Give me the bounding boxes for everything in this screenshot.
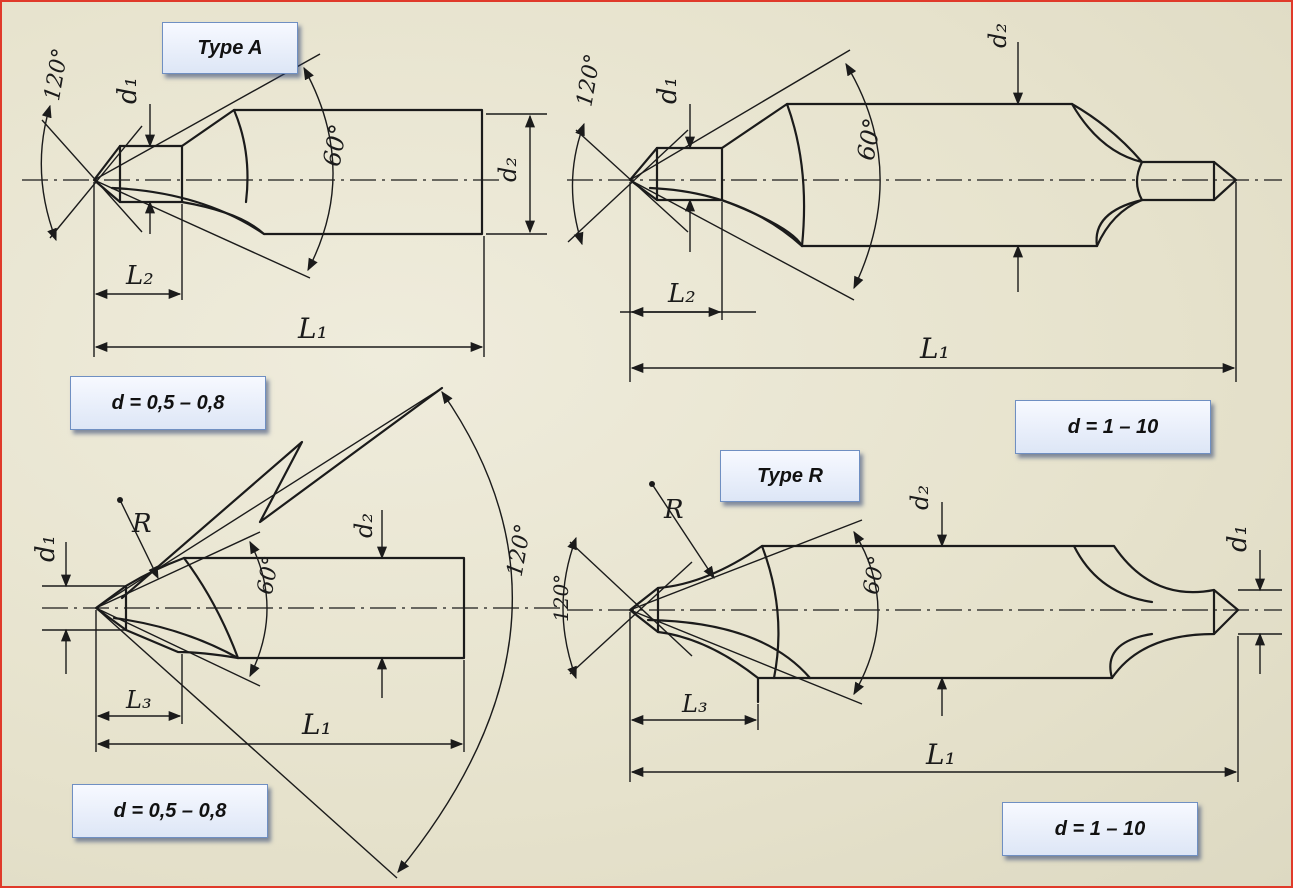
angle-label: 60° bbox=[852, 116, 887, 163]
l1-label: L₁ bbox=[925, 738, 956, 771]
drill-outline bbox=[628, 544, 1240, 704]
d2-label: d₂ bbox=[984, 23, 1012, 48]
type-r-small-drill bbox=[42, 386, 562, 879]
angle-label: 120° bbox=[549, 574, 573, 622]
angle-label: 60° bbox=[859, 554, 890, 597]
range-label-large-bottom: d = 1 – 10 bbox=[1002, 802, 1198, 856]
range-label-small-top: d = 0,5 – 0,8 bbox=[70, 376, 266, 430]
d2-label: d₂ bbox=[494, 157, 522, 182]
d1-label: d₁ bbox=[113, 77, 143, 104]
d1-label: d₁ bbox=[653, 77, 683, 104]
r-label: R bbox=[663, 495, 684, 525]
angle-label: 120° bbox=[572, 52, 606, 109]
drill-outline bbox=[92, 108, 484, 236]
type-a-large-drill bbox=[567, 42, 1282, 382]
angle-label: 60° bbox=[318, 122, 353, 169]
r-label: R bbox=[131, 509, 152, 539]
l1-label: L₁ bbox=[919, 332, 950, 365]
d2-label: d₂ bbox=[350, 513, 378, 538]
l2-label: L₂ bbox=[125, 261, 154, 291]
l1-label: L₁ bbox=[297, 312, 328, 345]
type-r-large-drill bbox=[562, 481, 1282, 782]
angle-label: 120° bbox=[40, 46, 74, 103]
d2-label: d₂ bbox=[906, 485, 934, 510]
range-label-large-top: d = 1 – 10 bbox=[1015, 400, 1211, 454]
l1-label: L₁ bbox=[301, 708, 332, 741]
l3-label: L₃ bbox=[125, 686, 152, 714]
d1-label: d₁ bbox=[31, 535, 61, 562]
type-a-label: Type A bbox=[162, 22, 298, 74]
l2-label: L₂ bbox=[667, 279, 696, 309]
d1-label: d₁ bbox=[1223, 525, 1253, 552]
type-a-small-drill bbox=[22, 53, 547, 357]
angle-label: 120° bbox=[503, 522, 537, 579]
type-r-label: Type R bbox=[720, 450, 860, 502]
angle-label: 60° bbox=[253, 554, 284, 597]
range-label-small-bottom: d = 0,5 – 0,8 bbox=[72, 784, 268, 838]
l3-label: L₃ bbox=[681, 690, 708, 718]
